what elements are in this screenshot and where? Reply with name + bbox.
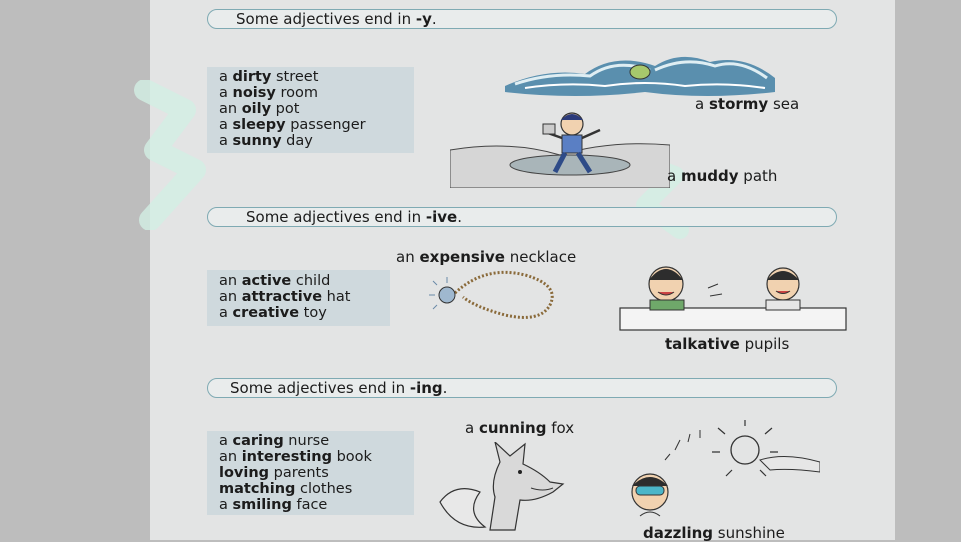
header-suffix: -y	[415, 10, 432, 28]
list-item: a caring nurse	[219, 433, 330, 449]
header-prefix: Some adjectives end in	[236, 10, 416, 28]
section-header-y: Some adjectives end in -y.	[207, 9, 837, 29]
list-item: a smiling face	[219, 497, 328, 513]
list-item: an active child	[219, 273, 331, 289]
header-suffix: -ing	[409, 379, 443, 397]
word-list-y: a dirty street a noisy room an oily pot …	[207, 67, 414, 153]
list-item: matching clothes	[219, 481, 353, 497]
header-suffix: -ive	[425, 208, 458, 226]
caption-dazzling-sunshine: dazzling sunshine	[643, 524, 785, 542]
fox-illustration	[439, 442, 565, 531]
caption-talkative-pupils: talkative pupils	[665, 335, 790, 353]
talkative-pupils-illustration	[619, 266, 847, 331]
necklace-illustration	[429, 270, 554, 319]
list-item: an oily pot	[219, 101, 300, 117]
list-item: an attractive hat	[219, 289, 351, 305]
caption-cunning-fox: a cunning fox	[465, 419, 575, 437]
muddy-path-illustration	[450, 112, 670, 188]
list-item: loving parents	[219, 465, 329, 481]
caption-expensive-necklace: an expensive necklace	[396, 248, 577, 266]
list-item: a sunny day	[219, 133, 313, 149]
header-prefix: Some adjectives end in	[230, 379, 410, 397]
dazzling-sunshine-illustration	[631, 420, 820, 517]
caption-muddy-path: a muddy path	[667, 167, 778, 185]
stormy-sea-illustration	[505, 56, 775, 96]
list-item: a creative toy	[219, 305, 327, 321]
word-list-ive: an active child an attractive hat a crea…	[207, 270, 390, 326]
section-header-ive: Some adjectives end in -ive.	[207, 207, 837, 227]
textbook-page: Some adjectives end in -y. a dirty stree…	[134, 0, 895, 542]
list-item: a noisy room	[219, 85, 318, 101]
list-item: an interesting book	[219, 449, 372, 465]
caption-stormy-sea: a stormy sea	[695, 95, 800, 113]
header-prefix: Some adjectives end in	[246, 208, 426, 226]
list-item: a dirty street	[219, 69, 319, 85]
section-header-ing: Some adjectives end in -ing.	[207, 378, 837, 398]
word-list-ing: a caring nurse an interesting book lovin…	[207, 431, 414, 515]
watermark-shape-left	[134, 80, 206, 230]
list-item: a sleepy passenger	[219, 117, 366, 133]
